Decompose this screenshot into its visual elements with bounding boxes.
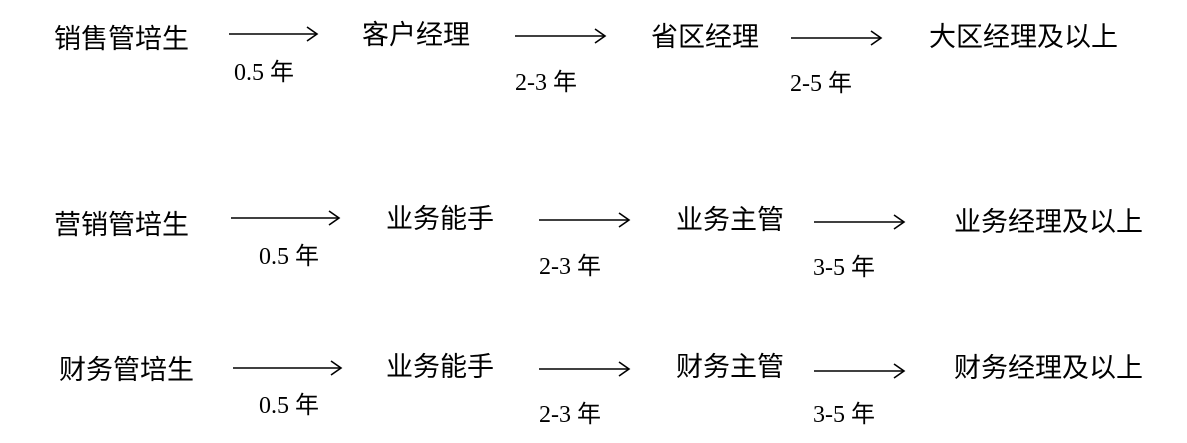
stage-label: 财务经理及以上 — [954, 353, 1143, 384]
career-track-marketing: 营销管培生 0.5 年 业务能手 2-3 年 业务主管 3-5 年 业务经理及以… — [0, 180, 1187, 282]
arrow-right-icon — [539, 361, 631, 377]
duration-label: 3-5 年 — [813, 402, 875, 428]
duration-label: 2-5 年 — [790, 71, 852, 97]
stage-label: 财务主管 — [676, 352, 784, 383]
stage-label: 营销管培生 — [54, 210, 189, 241]
arrow-right-icon — [791, 30, 883, 46]
stage-label: 省区经理 — [651, 22, 759, 53]
duration-label: 2-3 年 — [539, 254, 601, 280]
stage-label: 业务经理及以上 — [954, 207, 1143, 238]
duration-label: 0.5 年 — [259, 393, 319, 419]
duration-label: 0.5 年 — [234, 60, 294, 86]
stage-label: 大区经理及以上 — [929, 22, 1118, 53]
arrow-right-icon — [229, 26, 319, 42]
arrow-right-icon — [814, 214, 906, 230]
stage-label: 客户经理 — [362, 20, 470, 51]
arrow-right-icon — [231, 210, 341, 226]
arrow-right-icon — [515, 28, 607, 44]
stage-label: 销售管培生 — [54, 24, 189, 55]
duration-label: 2-3 年 — [515, 70, 577, 96]
stage-label: 业务能手 — [386, 352, 494, 383]
arrow-right-icon — [539, 212, 631, 228]
career-track-finance: 财务管培生 0.5 年 业务能手 2-3 年 财务主管 3-5 年 财务经理及以… — [0, 329, 1187, 429]
duration-label: 3-5 年 — [813, 255, 875, 281]
career-track-sales: 销售管培生 0.5 年 客户经理 2-3 年 省区经理 2-5 年 大区经理及以… — [0, 0, 1187, 100]
duration-label: 2-3 年 — [539, 402, 601, 428]
stage-label: 业务能手 — [386, 204, 494, 235]
arrow-right-icon — [814, 363, 906, 379]
stage-label: 财务管培生 — [59, 355, 194, 386]
duration-label: 0.5 年 — [259, 244, 319, 270]
stage-label: 业务主管 — [676, 205, 784, 236]
arrow-right-icon — [233, 360, 343, 376]
